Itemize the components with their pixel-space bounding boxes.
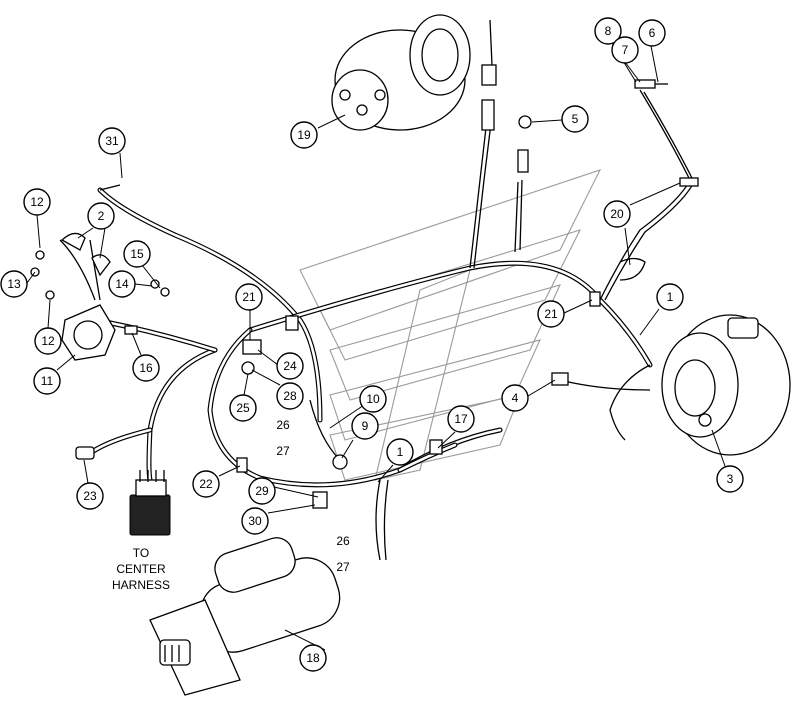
sensor-8-7-6 (634, 79, 699, 187)
svg-text:24: 24 (283, 359, 297, 373)
plain-numbers: 26 27 26 27 (276, 418, 350, 574)
callout-7: 7 (611, 36, 639, 64)
svg-text:9: 9 (362, 419, 369, 433)
svg-text:21: 21 (242, 290, 256, 304)
svg-text:17: 17 (454, 412, 468, 426)
callout-21-left: 21 (235, 283, 263, 311)
svg-text:3: 3 (727, 472, 734, 486)
branch-wires (59, 19, 695, 561)
svg-text:TO: TO (133, 546, 149, 560)
small-components (236, 291, 601, 509)
center-harness-connector (129, 470, 171, 536)
callout-6: 6 (638, 19, 666, 47)
callout-12-bottom: 12 (34, 327, 62, 355)
callout-18: 18 (299, 644, 327, 672)
callout-17: 17 (447, 405, 475, 433)
label-27-left: 27 (276, 444, 290, 458)
svg-text:10: 10 (366, 392, 380, 406)
callout-9: 9 (351, 412, 379, 440)
svg-text:21: 21 (544, 307, 558, 321)
callout-15: 15 (123, 240, 151, 268)
callout-5: 5 (561, 105, 589, 133)
svg-text:31: 31 (105, 134, 119, 148)
callout-1-right: 1 (656, 283, 684, 311)
callout-12-top: 12 (23, 188, 51, 216)
label-27-bottom: 27 (336, 560, 350, 574)
svg-text:11: 11 (41, 374, 54, 388)
svg-text:6: 6 (649, 26, 656, 40)
relay-11 (61, 304, 116, 361)
svg-text:12: 12 (30, 195, 44, 209)
alternator (661, 314, 791, 456)
leader-lines (26, 42, 726, 651)
svg-text:23: 23 (83, 489, 97, 503)
sender-5 (517, 115, 532, 173)
callout-23: 23 (76, 482, 104, 510)
callout-31: 31 (98, 127, 126, 155)
svg-text:2: 2 (98, 209, 105, 223)
svg-text:7: 7 (622, 43, 629, 57)
callout-3: 3 (716, 465, 744, 493)
svg-text:20: 20 (610, 207, 624, 221)
svg-text:8: 8 (605, 24, 612, 38)
ac-compressor (331, 14, 497, 131)
svg-text:5: 5 (572, 112, 579, 126)
label-26-left: 26 (276, 418, 290, 432)
svg-text:1: 1 (667, 290, 674, 304)
callouts: 31 12 2 13 12 15 14 11 16 21 24 28 25 10… (0, 17, 744, 672)
callout-11: 11 (33, 367, 61, 395)
callout-28: 28 (276, 382, 304, 410)
svg-text:14: 14 (115, 277, 129, 291)
svg-text:22: 22 (199, 477, 213, 491)
callout-8: 8 (594, 17, 622, 45)
callout-13: 13 (0, 270, 28, 298)
main-harness (89, 187, 653, 488)
svg-text:4: 4 (512, 391, 519, 405)
callout-4: 4 (501, 384, 529, 412)
starter-motor (149, 537, 341, 696)
callout-10: 10 (359, 385, 387, 413)
callout-16: 16 (132, 354, 160, 382)
svg-text:28: 28 (283, 389, 297, 403)
center-harness-note: TO CENTER HARNESS (112, 546, 170, 592)
svg-text:15: 15 (130, 247, 144, 261)
svg-text:29: 29 (255, 484, 269, 498)
callout-29: 29 (248, 477, 276, 505)
svg-text:1: 1 (397, 445, 404, 459)
svg-text:CENTER: CENTER (116, 562, 166, 576)
svg-text:19: 19 (297, 128, 311, 142)
label-26-bottom: 26 (336, 534, 350, 548)
svg-text:HARNESS: HARNESS (112, 578, 170, 592)
callout-1-center: 1 (386, 438, 414, 466)
callout-21-right: 21 (537, 300, 565, 328)
callout-22: 22 (192, 470, 220, 498)
callout-14: 14 (108, 270, 136, 298)
svg-text:12: 12 (41, 334, 55, 348)
callout-30: 30 (241, 507, 269, 535)
svg-text:30: 30 (248, 514, 262, 528)
callout-2: 2 (87, 202, 115, 230)
callout-20: 20 (603, 200, 631, 228)
callout-24: 24 (276, 352, 304, 380)
callout-19: 19 (290, 121, 318, 149)
callout-25: 25 (229, 394, 257, 422)
svg-text:16: 16 (139, 361, 153, 375)
svg-text:18: 18 (306, 651, 320, 665)
svg-text:13: 13 (7, 277, 21, 291)
svg-text:25: 25 (236, 401, 250, 415)
sender-23 (75, 446, 95, 460)
